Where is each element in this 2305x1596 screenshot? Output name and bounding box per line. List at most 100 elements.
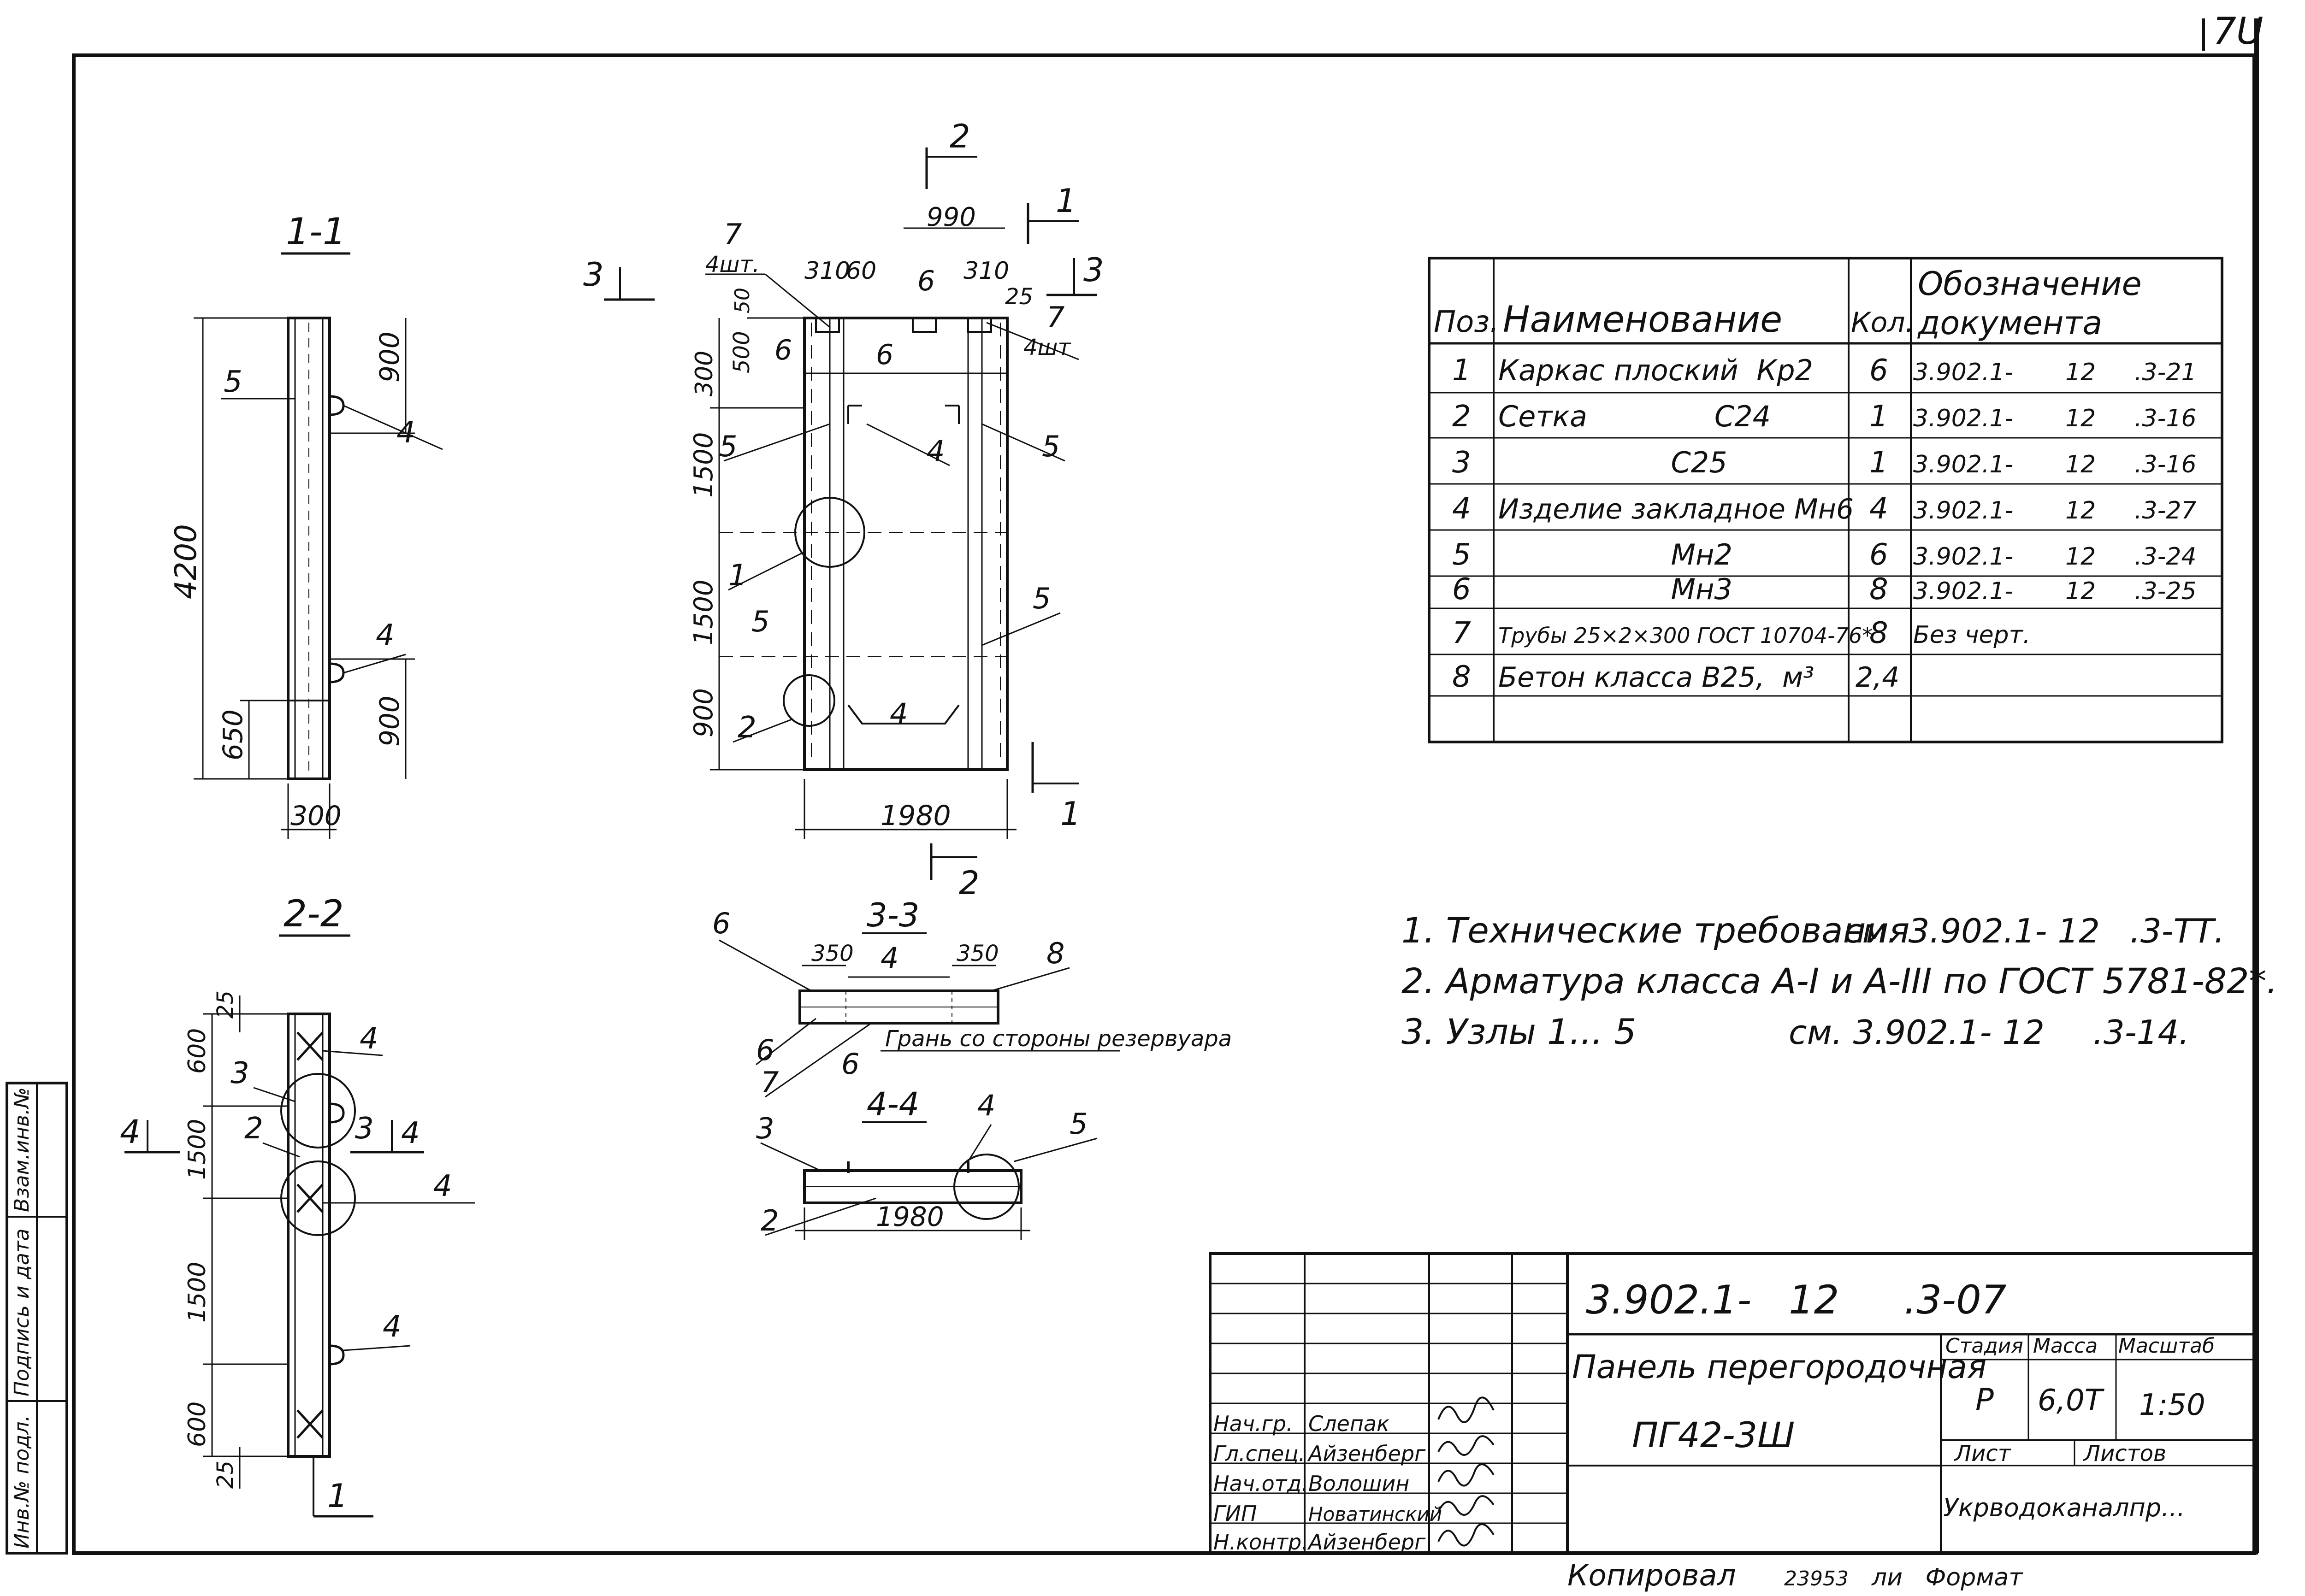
spec-row: 7 Трубы 25×2×300 ГОСТ 10704-76* 8 Без че… [1452,616,2030,650]
role-person: Айзенберг [1307,1530,1426,1555]
callout-4-4-5: 5 [1070,1107,1087,1141]
callout-elev-5a: 5 [719,430,737,463]
spec-doc: 3.902.1- [1913,577,2013,605]
role-person: Новатинский [1308,1503,1442,1525]
elev-cut-2-top: 2 [950,118,970,155]
spec-header-doc-2: документа [1917,304,2102,342]
title-code: 3.902.1- [1586,1277,1751,1323]
callout-2-2-4c: 4 [383,1310,402,1344]
spec-name: Трубы 25×2×300 ГОСТ 10704-76* [1498,623,1873,648]
callout-elev-5d: 5 [1033,582,1051,615]
cut-4-right-label: 4 [401,1116,420,1150]
spec-row: 6 Мн3 8 3.902.1- 12 .3-25 [1452,572,2197,607]
dim-2-2-600b: 600 [183,1402,211,1447]
spec-row: 2 Сетка С24 1 3.902.1- 12 .3-16 [1452,400,2197,434]
note-line: 3. Узлы 1... 5 см. 3.902.1- 12 .3-14. [1401,1011,2189,1052]
spec-doc-mid: 12 [2065,497,2096,524]
role-person: Слепак [1308,1411,1389,1436]
dim-1-1-bottom: 900 [374,695,405,747]
role-row: ГИП Новатинский [1213,1501,1442,1526]
dim-elev-310a: 310 [804,257,850,285]
dim-elev-900: 900 [689,688,719,737]
dim-2-2-25b: 25 [213,1461,238,1489]
spec-doc: 3.902.1- [1913,451,2013,478]
spec-qty: 8 [1869,572,1888,607]
spec-doc-mid: 12 [2065,405,2096,432]
spec-pos: 7 [1452,616,1471,650]
spec-row: 1 Каркас плоский Кр2 6 3.902.1- 12 .3-21 [1452,353,2197,388]
callout-elev-7b: 7 [1046,300,1064,334]
role-row: Н.контр. Айзенберг [1213,1530,1426,1555]
note-ref-end: .3-14. [2093,1013,2189,1052]
role-row: Нач.гр. Слепак [1213,1411,1389,1436]
spec-name: Мн2 [1498,538,1732,571]
callout-1-1-4b: 4 [376,618,395,653]
spec-name: Бетон класса В25, м³ [1498,661,1814,694]
spec-row: 3 С25 1 3.902.1- 12 .3-16 [1452,446,2197,480]
spec-name: Изделие закладное Мн6 [1498,493,1854,525]
spec-qty: 2,4 [1856,661,1899,694]
callout-4-4-4: 4 [977,1089,995,1122]
spec-row: 8 Бетон класса В25, м³ 2,4 [1452,660,1899,694]
callout-elev-7a: 7 [724,218,742,251]
spec-name: С25 [1498,446,1727,479]
note-text: 3. Узлы 1... 5 [1401,1011,1636,1052]
note-line: 1. Технические требования см. 3.902.1- 1… [1401,910,2225,951]
callout-3-3-4: 4 [881,941,898,975]
spec-pos: 6 [1452,572,1471,607]
dim-elev-310b: 310 [963,257,1009,285]
section-4-4-title: 4-4 [867,1085,919,1123]
callout-3-3-8: 8 [1046,936,1064,970]
dim-elev-990: 990 [927,202,976,232]
title-name-1: Панель перегородочная [1572,1348,1986,1386]
title-code-end: .3-07 [1904,1277,2007,1323]
dim-1-1-width: 300 [290,800,342,831]
callout-2-2-4b: 4 [433,1169,452,1203]
dim-3-3-350a: 350 [811,941,854,966]
spec-row: 4 Изделие закладное Мн6 4 3.902.1- 12 .3… [1452,492,2197,526]
note-ref-end: .3-ТТ. [2130,912,2225,950]
spec-pos: 1 [1452,353,1471,388]
callout-2-2-2: 2 [244,1112,263,1146]
spec-pos: 2 [1452,400,1471,434]
spec-doc: 3.902.1- [1913,359,2013,386]
notes: 1. Технические требования см. 3.902.1- 1… [1401,910,2278,1052]
title-name-2: ПГ42-3Ш [1632,1414,1795,1455]
elev-cut-1-top: 1 [1056,182,1076,220]
section-1-1: 1-1 4200 900 900 650 300 5 4 4 [169,210,443,839]
callout-elev-6b: 6 [917,265,935,297]
callout-3-3-6b: 6 [756,1033,774,1067]
dim-elev-1500a: 1500 [689,432,719,498]
role-person: Волошин [1308,1471,1409,1496]
copy-note-format: ли Формат [1871,1564,2023,1591]
spec-doc: 3.902.1- [1913,497,2013,524]
spec-doc-mid: 12 [2065,543,2096,571]
sheets-label: Листов [2083,1441,2166,1466]
spec-header-qty: Кол. [1851,306,1914,339]
callout-elev-5c: 5 [751,605,769,638]
dim-2-2-1500b: 1500 [183,1262,211,1323]
signature-marks [1437,1396,1495,1547]
dim-3-3-350b: 350 [957,941,999,966]
callout-elev-6c: 6 [876,339,893,371]
spec-doc-mid: 12 [2065,577,2096,605]
note-text: 2. Арматура класса А-I и А-III по ГОСТ 5… [1401,960,2278,1001]
dim-elev-50: 50 [731,288,754,313]
callout-4-4-3: 3 [756,1112,774,1145]
panel-elevation: 990 310 60 310 25 300 50 500 1500 1500 9… [583,118,1104,902]
role-title: Нач.гр. [1213,1411,1293,1436]
section-3-3: 3-3 350 350 6 4 8 6 6 7 Грань со стороны… [712,896,1232,1099]
elev-cut-3-left: 3 [583,256,604,294]
stamp-label-replace: Взам.инв.№ [10,1087,34,1212]
dim-2-2-1500a: 1500 [183,1119,211,1180]
stage-label: Стадия [1945,1334,2023,1358]
spec-doc-end: .3-27 [2134,497,2197,524]
role-title: Н.контр. [1213,1530,1308,1555]
cut-4-left-label: 4 [120,1113,141,1151]
spec-pos: 4 [1452,492,1471,526]
spec-doc: Без черт. [1913,621,2030,649]
scale-value: 1:50 [2139,1388,2205,1422]
spec-qty: 1 [1869,400,1888,434]
section-2-2: 2-2 25 600 1500 1500 600 25 4 3 [120,892,475,1518]
role-title: Нач.отд. [1213,1471,1308,1496]
